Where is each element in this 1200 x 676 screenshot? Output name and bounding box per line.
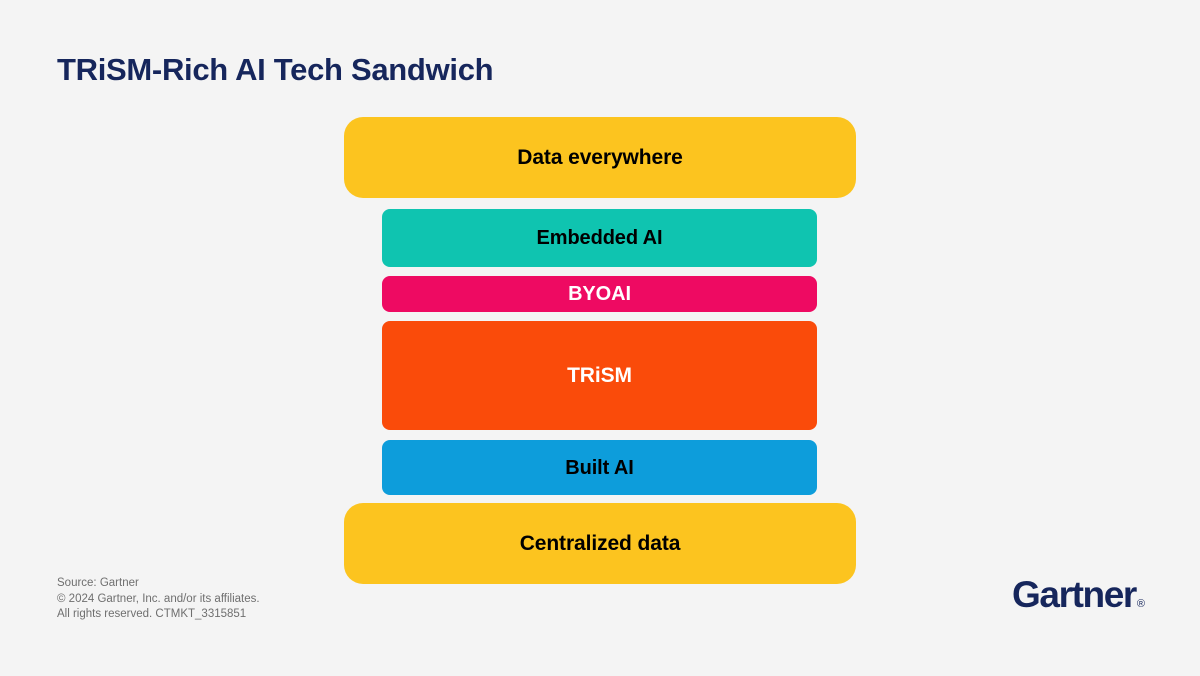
stack-layer-built-ai[interactable]: Built AI [382, 440, 817, 495]
stack-layer-label: TRiSM [567, 363, 632, 387]
stack-layer-data-everywhere[interactable]: Data everywhere [344, 117, 856, 198]
stack-layer-byoai[interactable]: BYOAI [382, 276, 817, 312]
stack-layer-centralized-data[interactable]: Centralized data [344, 503, 856, 584]
footnote-copyright-line: © 2024 Gartner, Inc. and/or its affiliat… [57, 592, 260, 605]
footnote-rights-line: All rights reserved. CTMKT_3315851 [57, 608, 247, 620]
footnote: Source: Gartner © 2024 Gartner, Inc. and… [57, 576, 260, 623]
gartner-wordmark: Gartner [1012, 574, 1137, 615]
page-title: TRiSM-Rich AI Tech Sandwich [57, 52, 494, 87]
footnote-source-line: Source: Gartner [57, 577, 139, 589]
registered-trademark-icon: ® [1136, 598, 1145, 610]
stack-layer-label: BYOAI [568, 283, 631, 305]
stack-layer-trism[interactable]: TRiSM [382, 321, 817, 430]
stack-layer-embedded-ai[interactable]: Embedded AI [382, 209, 817, 267]
sandwich-stack-diagram: Data everywhere Embedded AI BYOAI TRiSM … [0, 117, 1200, 587]
stack-layer-label: Centralized data [519, 531, 681, 555]
stack-layer-label: Built AI [565, 456, 634, 479]
gartner-logo: Gartner ® [1012, 576, 1145, 613]
stack-layer-label: Embedded AI [536, 227, 663, 249]
stack-layer-label: Data everywhere [517, 145, 683, 169]
